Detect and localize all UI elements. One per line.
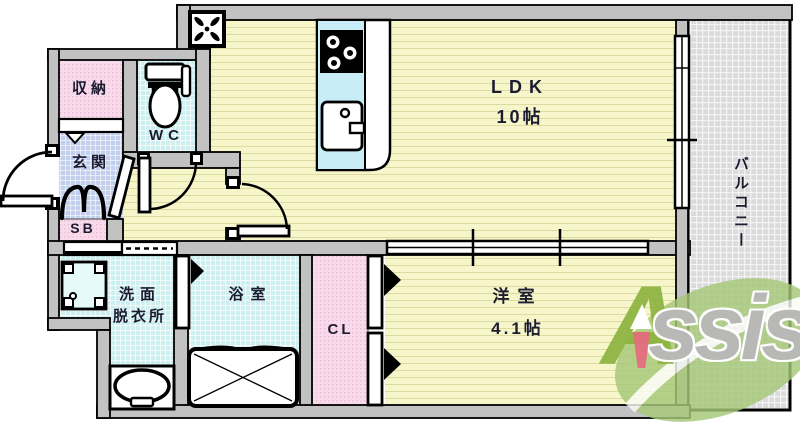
label-entrance: 玄関 bbox=[71, 154, 110, 171]
label-shoebox: SB bbox=[70, 220, 96, 236]
bathtub-icon bbox=[187, 345, 299, 408]
kitchen-sink-icon bbox=[320, 100, 366, 152]
entrance-door bbox=[0, 144, 60, 210]
label-western-room-size: 4.1帖 bbox=[491, 319, 544, 338]
washing-machine-icon bbox=[60, 260, 108, 311]
label-washroom-line2: 脱衣所 bbox=[112, 308, 167, 325]
label-washroom-line1: 洗面 bbox=[118, 286, 161, 303]
hall-ldk-door bbox=[226, 176, 291, 240]
kitchen-counter bbox=[315, 18, 392, 172]
entrance-hall-door bbox=[107, 154, 136, 220]
closet-bifold-doors bbox=[366, 254, 401, 407]
label-ldk-size: 10帖 bbox=[496, 107, 544, 127]
stove-icon bbox=[320, 30, 363, 73]
wc-door bbox=[137, 152, 203, 214]
assist-logo-a-wedge bbox=[633, 332, 650, 368]
ventilation-fan-icon bbox=[188, 10, 226, 48]
label-storage: 収納 bbox=[71, 80, 110, 97]
washroom-sliding-door bbox=[62, 240, 179, 257]
label-bathroom: 浴室 bbox=[228, 286, 273, 303]
shoebox-double-door bbox=[59, 184, 107, 221]
label-closet: CL bbox=[327, 321, 354, 338]
storage-sliding-door bbox=[57, 117, 125, 145]
assist-logo-leaf bbox=[615, 278, 800, 422]
toilet-icon bbox=[144, 62, 192, 129]
label-toilet: WC bbox=[149, 127, 184, 144]
balcony-window bbox=[667, 34, 697, 210]
label-ldk: LDK bbox=[491, 77, 549, 97]
ldk-western-sliding-partition bbox=[385, 229, 650, 266]
bathroom-door bbox=[174, 254, 204, 330]
assist-logo-text: ssist bbox=[648, 277, 800, 379]
label-balcony: バルコニー bbox=[732, 155, 749, 251]
label-western-room: 洋室 bbox=[492, 287, 543, 306]
wash-basin-icon bbox=[108, 364, 176, 411]
